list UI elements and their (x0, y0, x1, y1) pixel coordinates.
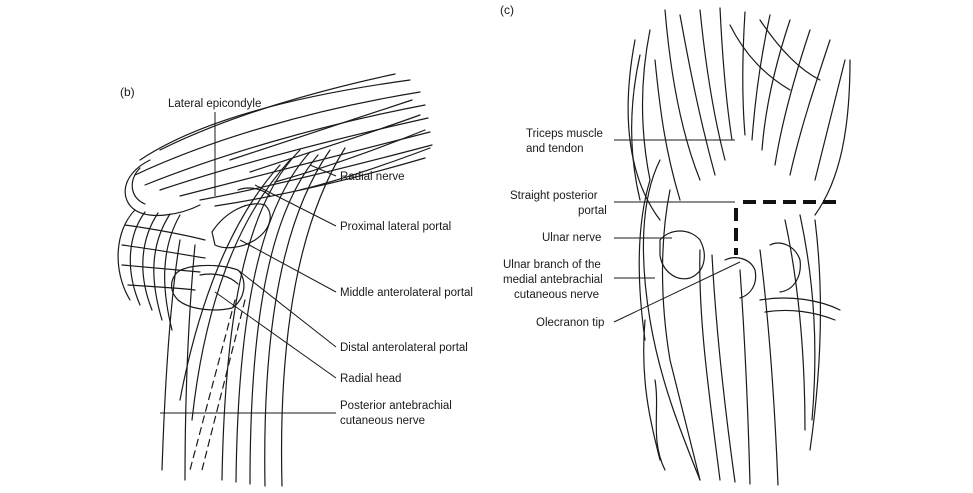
straight-posterior-portal-dashes (734, 200, 843, 255)
label-radial-nerve: Radial nerve (340, 171, 405, 183)
forearm-structures (638, 159, 841, 486)
label-posterior-antebrachial-line2: cutaneous nerve (340, 415, 426, 427)
label-ulnar-nerve: Ulnar nerve (542, 232, 602, 244)
panel-c-letter: (c) (500, 3, 514, 17)
label-triceps-line2: and tendon (526, 143, 584, 155)
label-middle-anterolateral-portal: Middle anterolateral portal (340, 287, 473, 299)
label-proximal-lateral-portal: Proximal lateral portal (340, 221, 452, 233)
label-distal-anterolateral-portal: Distal anterolateral portal (340, 342, 468, 354)
posterior-elbow-drawing (613, 7, 851, 486)
label-posterior-antebrachial-line1: Posterior antebrachial (340, 400, 452, 412)
radial-nerve-bundles (179, 147, 346, 487)
panel-b-leader-lines (160, 112, 337, 414)
posterior-cutaneous-dashed-nerve (189, 299, 236, 471)
label-ulnar-branch-line3: cutaneous nerve (514, 289, 600, 301)
panel-c-leader-lines (613, 139, 741, 323)
label-lateral-epicondyle: Lateral epicondyle (168, 98, 262, 110)
triceps-fibers (627, 7, 851, 221)
label-olecranon-tip: Olecranon tip (536, 317, 605, 329)
lateral-elbow-drawing (117, 73, 433, 487)
label-straight-posterior-line1: Straight posterior (510, 190, 598, 202)
label-triceps-line1: Triceps muscle (526, 128, 603, 140)
label-ulnar-branch-line1: Ulnar branch of the (503, 259, 601, 271)
panel-b-letter: (b) (120, 85, 135, 99)
forearm-muscle-fibers (117, 209, 206, 481)
label-ulnar-branch-line2: medial antebrachial (503, 274, 603, 286)
label-radial-head: Radial head (340, 373, 402, 385)
label-straight-posterior-line2: portal (578, 205, 607, 217)
upper-arm-muscle-fibers (124, 73, 433, 216)
